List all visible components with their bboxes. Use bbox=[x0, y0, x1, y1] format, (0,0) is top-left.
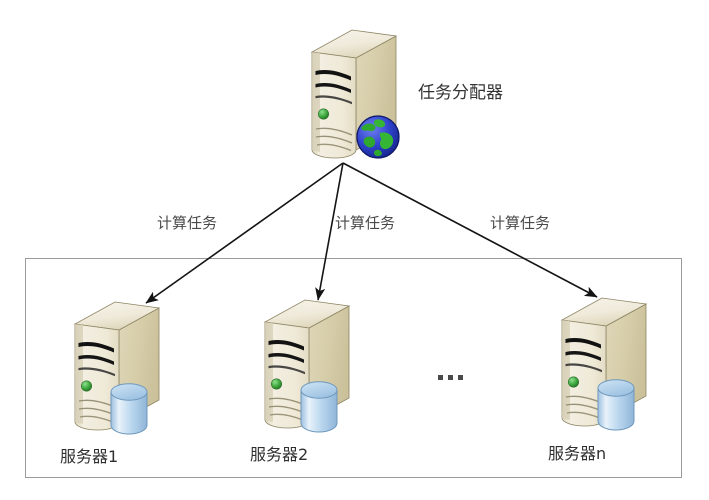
arrow-to-server-n bbox=[342, 162, 598, 298]
server-node-1-label: 服务器1 bbox=[60, 447, 119, 466]
globe-icon bbox=[356, 115, 400, 159]
database-cylinder-icon-1 bbox=[110, 383, 148, 435]
server-node-n-label: 服务器n bbox=[548, 444, 607, 463]
arrow-to-server-2 bbox=[315, 162, 344, 301]
task-distributor-label: 任务分配器 bbox=[418, 83, 503, 103]
ellipsis-dots bbox=[438, 375, 463, 380]
arrow-to-server-1 bbox=[145, 162, 344, 304]
edge-label-1: 计算任务 bbox=[157, 214, 218, 232]
edge-label-2: 计算任务 bbox=[335, 214, 396, 232]
database-cylinder-icon-2 bbox=[300, 381, 338, 433]
database-cylinder-icon-n bbox=[597, 379, 635, 431]
edge-label-3: 计算任务 bbox=[490, 214, 551, 232]
server-node-2-label: 服务器2 bbox=[250, 445, 309, 464]
